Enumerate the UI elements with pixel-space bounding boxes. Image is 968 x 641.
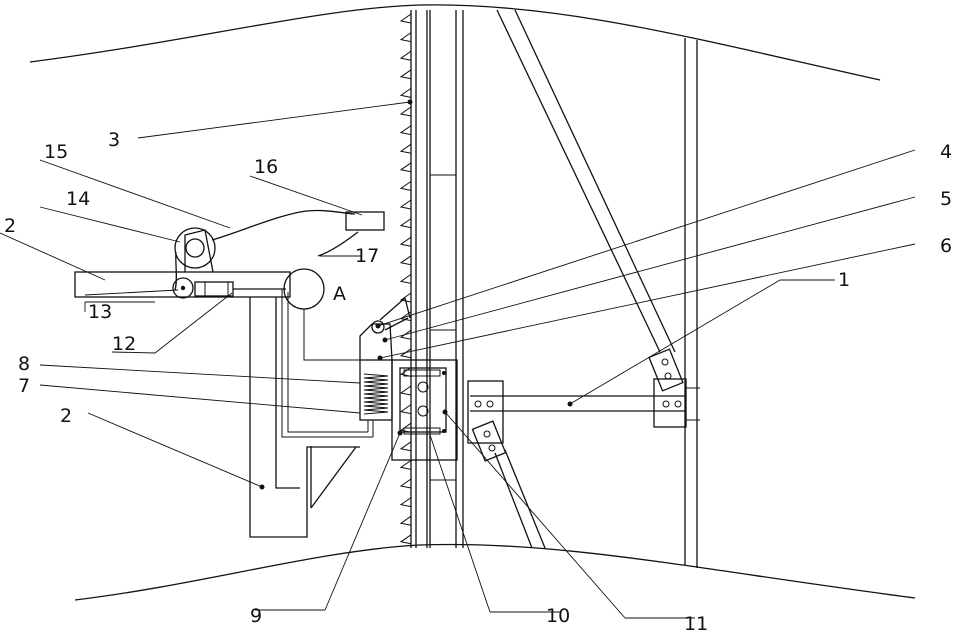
label-2-lower: 2 — [60, 405, 72, 427]
rack-tooth — [401, 144, 411, 153]
rack-tooth — [401, 163, 411, 172]
label-detail-a: A — [333, 283, 346, 305]
label-11: 11 — [684, 613, 708, 635]
rack-tooth — [401, 274, 411, 283]
rack-tooth — [401, 33, 411, 42]
label-5: 5 — [940, 188, 952, 210]
label-2-upper: 2 — [4, 215, 16, 237]
spring-coil — [364, 382, 388, 386]
guide-rails — [430, 10, 697, 568]
rack-tooth — [401, 535, 411, 544]
rack-tooth — [401, 200, 411, 209]
rack-tooth — [401, 181, 411, 190]
label-16: 16 — [254, 156, 278, 178]
spring-coil — [364, 390, 388, 394]
upper-boundary-curve — [30, 5, 880, 80]
rack-tooth — [401, 88, 411, 97]
horizontal-link-1 — [468, 379, 700, 443]
label-17: 17 — [355, 245, 379, 267]
rack-tooth — [401, 256, 411, 265]
rack-tooth — [401, 516, 411, 525]
spring-coil — [364, 374, 388, 378]
rack-tooth — [401, 498, 411, 507]
label-7: 7 — [18, 375, 30, 397]
rack-tooth — [401, 70, 411, 79]
label-9: 9 — [250, 605, 262, 627]
spring-coil — [364, 386, 388, 390]
spring-coil — [364, 378, 388, 382]
pawl-assembly — [360, 298, 410, 360]
rack-tooth — [401, 126, 411, 135]
diagonal-braces — [472, 10, 683, 548]
label-14: 14 — [66, 188, 90, 210]
rack-tooth — [401, 14, 411, 23]
rack-tooth — [401, 107, 411, 116]
leader-lines — [0, 100, 915, 619]
label-6: 6 — [940, 235, 952, 257]
rack-tooth — [401, 405, 411, 414]
callout-labels: 3 15 14 16 17 2 13 12 A 4 5 6 1 8 7 2 9 … — [4, 129, 952, 635]
label-12: 12 — [112, 333, 136, 355]
platform-bar — [75, 272, 290, 297]
spring-coil — [364, 394, 388, 398]
toothed-rack — [401, 10, 427, 548]
label-13: 13 — [88, 301, 112, 323]
rack-tooth — [401, 51, 411, 60]
rack-tooth — [401, 367, 411, 376]
rack-tooth — [401, 237, 411, 246]
spring-coil — [364, 398, 388, 402]
spring-coil — [364, 406, 388, 410]
label-15: 15 — [44, 141, 68, 163]
spring-coil — [364, 402, 388, 406]
support-bracket — [250, 297, 360, 537]
label-8: 8 — [18, 353, 30, 375]
spring-housing — [360, 360, 392, 420]
label-10: 10 — [546, 605, 570, 627]
winch-assembly — [175, 210, 384, 290]
rack-tooth — [401, 219, 411, 228]
label-3: 3 — [108, 129, 120, 151]
rack-tooth — [401, 386, 411, 395]
spring-coil — [364, 410, 388, 414]
rack-tooth — [401, 460, 411, 469]
rack-tooth — [401, 442, 411, 451]
label-4: 4 — [940, 141, 952, 163]
label-1: 1 — [838, 269, 850, 291]
rack-tooth — [401, 479, 411, 488]
lower-boundary-curve — [75, 544, 915, 600]
